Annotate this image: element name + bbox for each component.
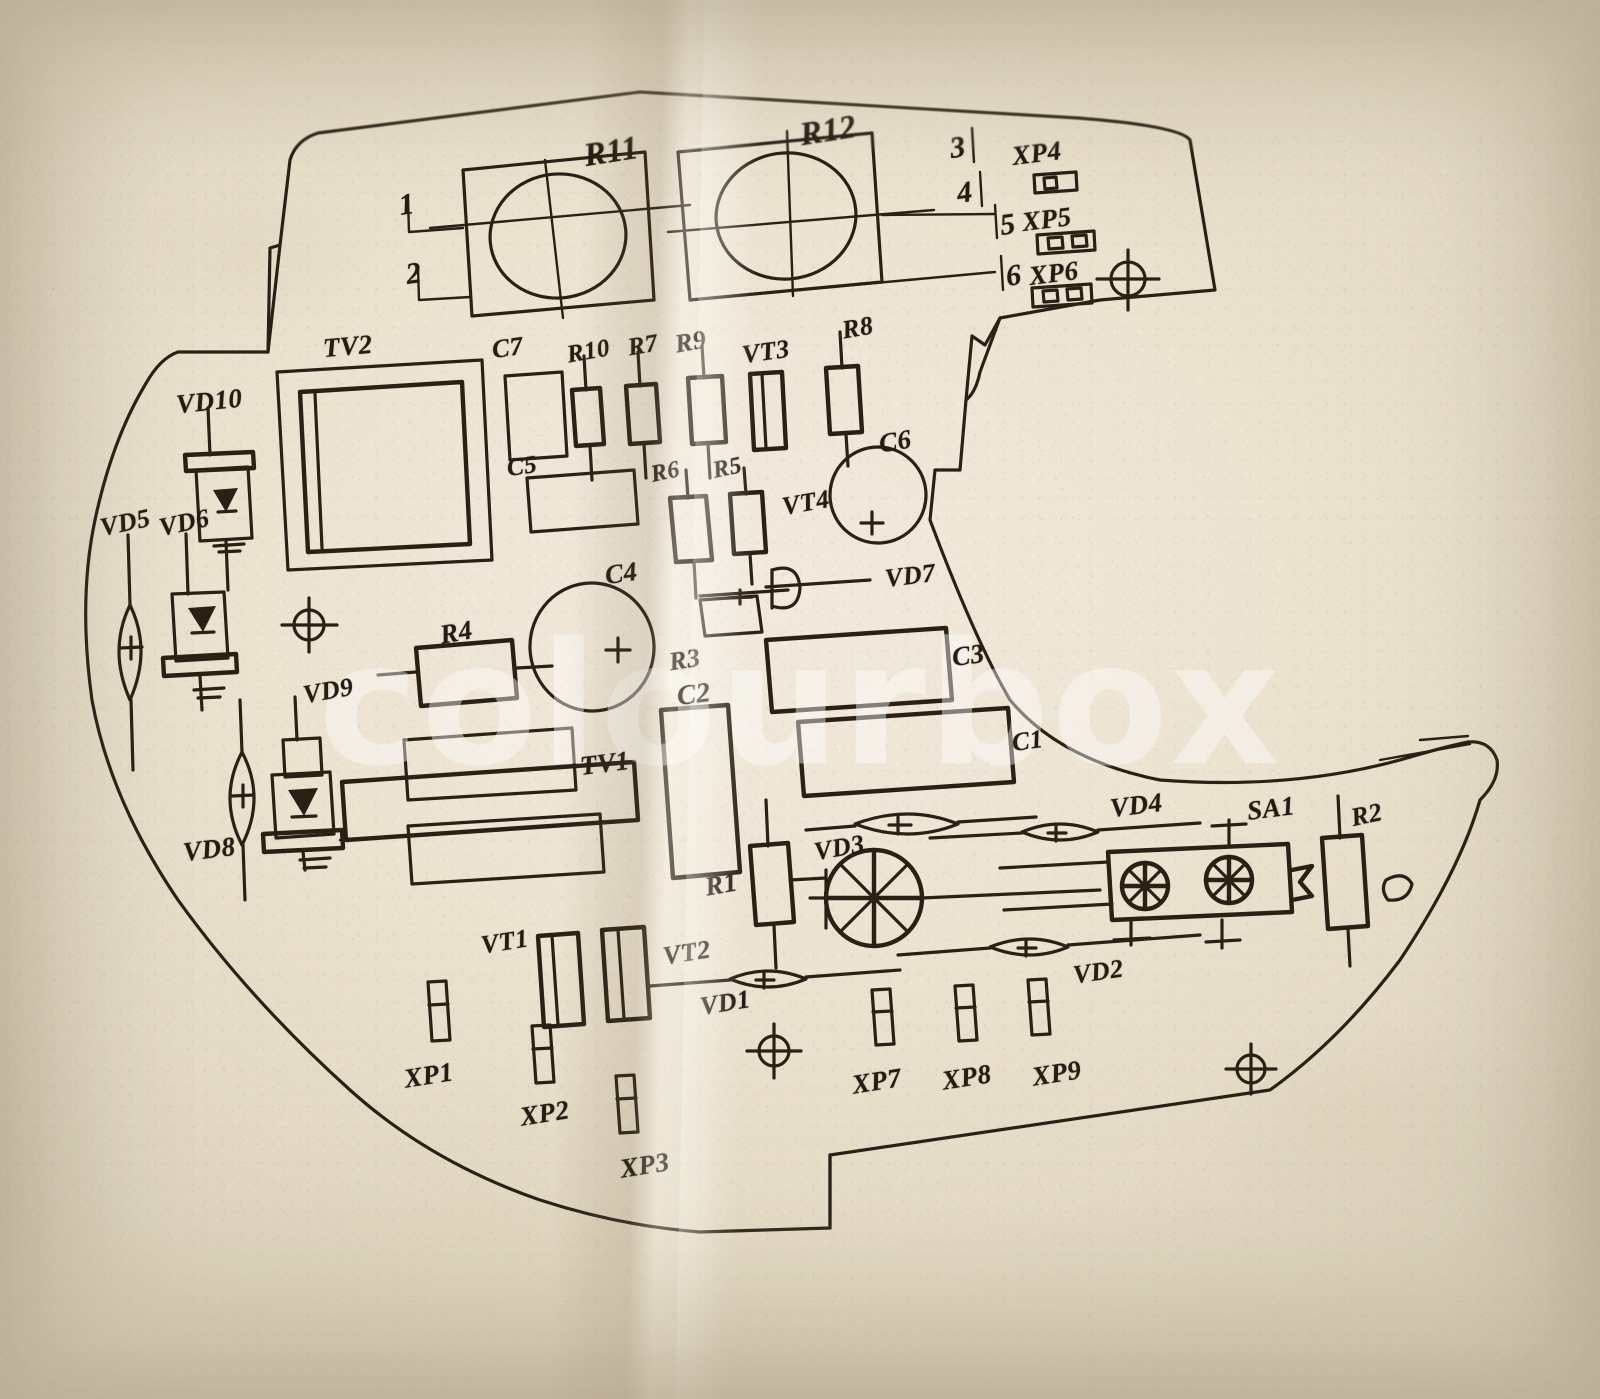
designator-label-r1: R1 [702, 866, 740, 902]
diode-VD7 [764, 578, 872, 589]
transformer-TV2 [275, 358, 494, 572]
resistor-R8 [823, 330, 865, 468]
motor-symbol [788, 847, 1102, 949]
resistor-R4 [376, 637, 554, 709]
connector-XP5 [1035, 229, 1097, 256]
resistor-R7 [623, 350, 663, 480]
designator-label-vd8: VD8 [181, 830, 238, 868]
capacitor-C3 [763, 625, 955, 715]
trace-sweep-top [688, 212, 997, 302]
designator-label-r7: R7 [625, 329, 661, 362]
diode-VD9 [260, 695, 346, 872]
capacitor-C1 [795, 705, 1017, 799]
diode-VD4 [928, 821, 1202, 843]
designator-label-c2: C2 [675, 677, 713, 712]
resistor-R2 [1319, 794, 1414, 968]
designator-label-r8: R8 [839, 310, 876, 345]
connector-XP8 [953, 983, 979, 1043]
capacitor-C2 [658, 702, 743, 881]
resistor-R9 [685, 344, 729, 480]
resistor-R5 [727, 466, 769, 586]
designator-label-r4: R4 [437, 614, 475, 650]
diode-VD2 [896, 933, 1202, 958]
diode-VD6 [160, 532, 240, 712]
capacitor-C4 [528, 581, 656, 713]
connector-XP1 [426, 979, 452, 1043]
designator-label-vd7: VD7 [883, 558, 938, 593]
diode-VD1 [648, 968, 902, 990]
mounting-hole-1 [1095, 248, 1161, 312]
resistor-R1 [747, 798, 797, 970]
mounting-hole-4 [1224, 1042, 1278, 1096]
designator-label-tv1: TV1 [578, 745, 632, 781]
transistor-VT2 [599, 924, 653, 1024]
designator-label-c4: C4 [603, 555, 640, 591]
diode-VD10 [182, 406, 257, 592]
connector-XP3 [614, 1073, 640, 1135]
diode-VD8 [228, 698, 256, 902]
connector-XP6 [1030, 282, 1094, 309]
designator-label-c3: C3 [950, 637, 987, 673]
designator-label-sa1: SA1 [1245, 790, 1297, 826]
designator-label-xp6: XP6 [1027, 255, 1081, 291]
designator-label-c5: C5 [505, 451, 539, 482]
transistor-VT3 [747, 369, 789, 453]
connector-XP9 [1026, 977, 1052, 1037]
diode-VD5 [117, 533, 144, 772]
capacitor-C5 [525, 468, 640, 534]
designator-label-c7: C7 [490, 330, 526, 365]
pin-leaders-left [406, 198, 472, 302]
diode-VD3 [804, 812, 1038, 836]
connector-XP7 [870, 987, 896, 1047]
designator-label-c1: C1 [1010, 723, 1046, 758]
designator-label-r2: R2 [1348, 797, 1385, 832]
designator-label-xp5: XP5 [1020, 201, 1074, 237]
designator-label-xp4: XP4 [1010, 135, 1064, 171]
designator-label-tv2: TV2 [321, 328, 374, 364]
misc-traces [338, 734, 1472, 842]
potentiometer-R11 [428, 150, 692, 320]
resistor-C7-block [503, 370, 569, 462]
transformer-TV1 [339, 726, 641, 886]
resistor-R6 [667, 468, 715, 600]
connector-XP4 [1032, 170, 1079, 195]
switch-SA1 [998, 818, 1315, 950]
designator-label-r3: R3 [666, 642, 703, 677]
transistor-VT1 [535, 930, 587, 1030]
mounting-hole-3 [745, 1022, 803, 1080]
capacitor-C6 [828, 445, 928, 545]
resistor-R10 [569, 354, 607, 482]
mounting-hole-2 [280, 596, 339, 654]
designator-label-r9: R9 [672, 324, 709, 359]
resistor-R3 [698, 594, 764, 638]
connector-XP2 [530, 1023, 556, 1085]
designator-label-vd4: VD4 [1108, 786, 1165, 824]
designator-label-c6: C6 [876, 423, 914, 459]
